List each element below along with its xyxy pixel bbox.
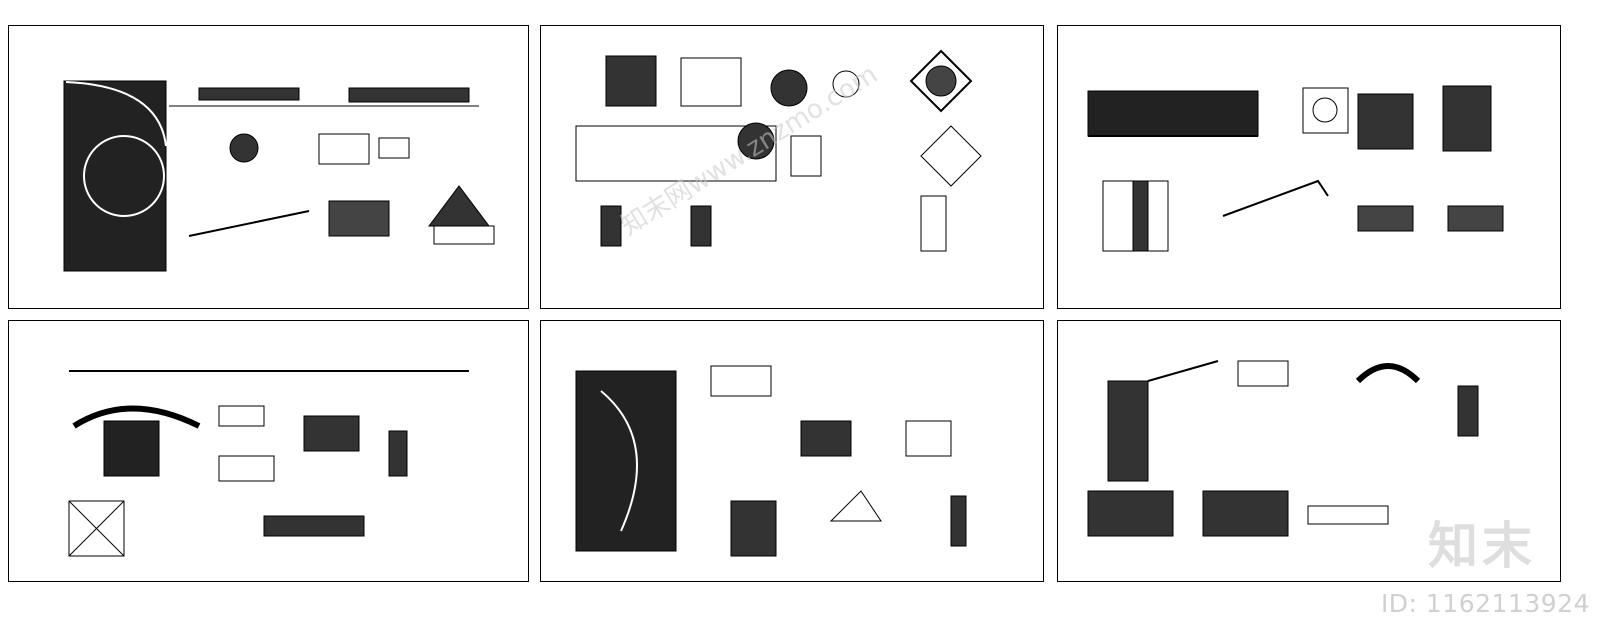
cad-drawing-3: [1087, 85, 1504, 252]
cad-drawing-4: [68, 370, 469, 557]
drawing-sheet-4: [8, 320, 529, 582]
drawing-sheet-3: [1057, 25, 1561, 309]
image-id-watermark: ID: 1162113924: [1380, 589, 1590, 618]
cad-drawing-5: [575, 365, 967, 557]
cad-drawing-6: [1087, 360, 1479, 537]
drawing-sheet-5: [540, 320, 1044, 582]
cad-drawing-1: [63, 80, 495, 272]
drawing-sheet-6: [1057, 320, 1561, 582]
drawing-sheet-2: [540, 25, 1044, 309]
site-logo-watermark: 知末: [1428, 517, 1536, 575]
drawing-sheet-1: [8, 25, 529, 309]
paving-plan-hatch: [63, 80, 167, 272]
cad-drawing-2: [575, 49, 982, 252]
